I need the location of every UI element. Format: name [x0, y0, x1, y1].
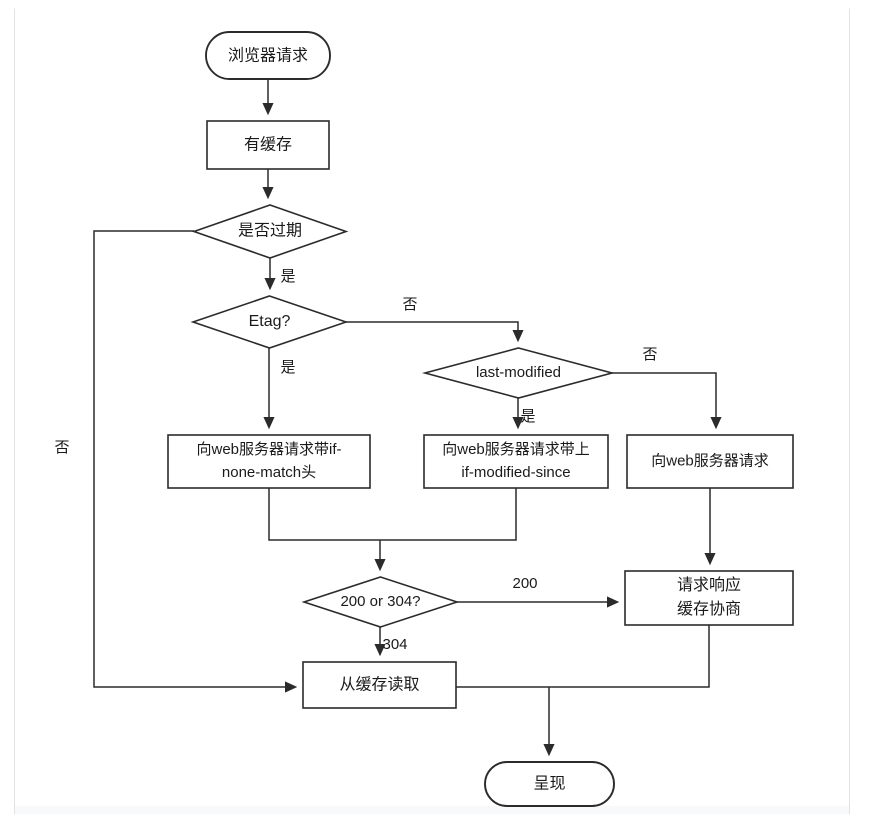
node-request-plain[interactable]: 向web服务器请求 — [626, 434, 794, 489]
request-plain-label: 向web服务器请求 — [651, 452, 769, 469]
node-response-negotiate[interactable]: 请求响应 缓存协商 — [624, 570, 794, 626]
edge-label-last-modified-yes: 是 — [520, 408, 535, 425]
node-request-if-none-match[interactable]: 向web服务器请求带if- none-match头 — [167, 434, 371, 489]
status-diamond-shape[interactable] — [301, 576, 460, 628]
request-if-none-match-label-line1: 向web服务器请求带if- — [196, 441, 341, 458]
edge-label-expired-yes: 是 — [280, 268, 295, 285]
edge-label-status-304: 304 — [382, 636, 407, 653]
request-if-none-match-label-line2: none-match头 — [222, 464, 316, 481]
edge-if-none-match-to-status — [268, 488, 380, 541]
request-if-modified-since-label-line2: if-modified-since — [461, 464, 570, 481]
edge-if-modified-since-to-status — [380, 488, 517, 541]
edge-last-modified-no-to-plain-request — [612, 372, 722, 430]
last-modified-diamond-shape[interactable] — [421, 347, 616, 399]
edge-expired-no-to-read-cache — [93, 230, 298, 693]
has-cache-label: 有缓存 — [244, 136, 292, 154]
node-has-cache[interactable]: 有缓存 — [206, 120, 330, 170]
start-label: 浏览器请求 — [228, 47, 308, 65]
node-expired-decision[interactable]: 是否过期 — [191, 204, 349, 259]
has-cache-box-shape[interactable] — [206, 120, 330, 170]
render-terminator-shape[interactable] — [484, 761, 615, 807]
connectors — [93, 79, 722, 757]
node-read-cache[interactable]: 从缓存读取 — [302, 661, 457, 709]
read-cache-label: 从缓存读取 — [339, 676, 419, 694]
read-cache-box-shape[interactable] — [302, 661, 457, 709]
start-terminator-shape[interactable] — [205, 31, 331, 80]
edge-label-last-modified-no: 否 — [642, 346, 657, 363]
response-negotiate-label-line1: 请求响应 — [677, 575, 741, 594]
node-request-if-modified-since[interactable]: 向web服务器请求带上 if-modified-since — [423, 434, 609, 489]
response-negotiate-box-shape[interactable] — [624, 570, 794, 626]
expired-label: 是否过期 — [238, 222, 302, 240]
edge-label-etag-yes: 是 — [280, 359, 295, 376]
edge-labels: 否 是 是 否 是 否 200 304 — [54, 268, 657, 653]
response-negotiate-label-line2: 缓存协商 — [677, 600, 741, 618]
edge-etag-no-to-last-modified — [346, 321, 524, 343]
etag-diamond-shape[interactable] — [190, 295, 349, 349]
node-etag-decision[interactable]: Etag? — [190, 295, 349, 349]
node-status-decision[interactable]: 200 or 304? — [301, 576, 460, 628]
edge-label-expired-no: 否 — [54, 439, 69, 456]
request-plain-box-shape[interactable] — [626, 434, 794, 489]
request-if-modified-since-box-shape[interactable] — [423, 434, 609, 489]
request-if-none-match-box-shape[interactable] — [167, 434, 371, 489]
node-start[interactable]: 浏览器请求 — [205, 31, 331, 80]
edge-label-etag-no: 否 — [402, 296, 417, 313]
status-label: 200 or 304? — [340, 593, 420, 610]
render-label: 呈现 — [533, 775, 565, 793]
etag-label: Etag? — [249, 313, 291, 330]
edge-response-to-render — [549, 625, 710, 688]
request-if-modified-since-label-line1: 向web服务器请求带上 — [442, 441, 590, 458]
expired-diamond-shape[interactable] — [191, 204, 349, 259]
node-render[interactable]: 呈现 — [484, 761, 615, 807]
page-frame-footer — [15, 806, 849, 814]
node-last-modified-decision[interactable]: last-modified — [421, 347, 616, 399]
last-modified-label: last-modified — [476, 364, 561, 381]
edge-label-status-200: 200 — [512, 575, 537, 592]
